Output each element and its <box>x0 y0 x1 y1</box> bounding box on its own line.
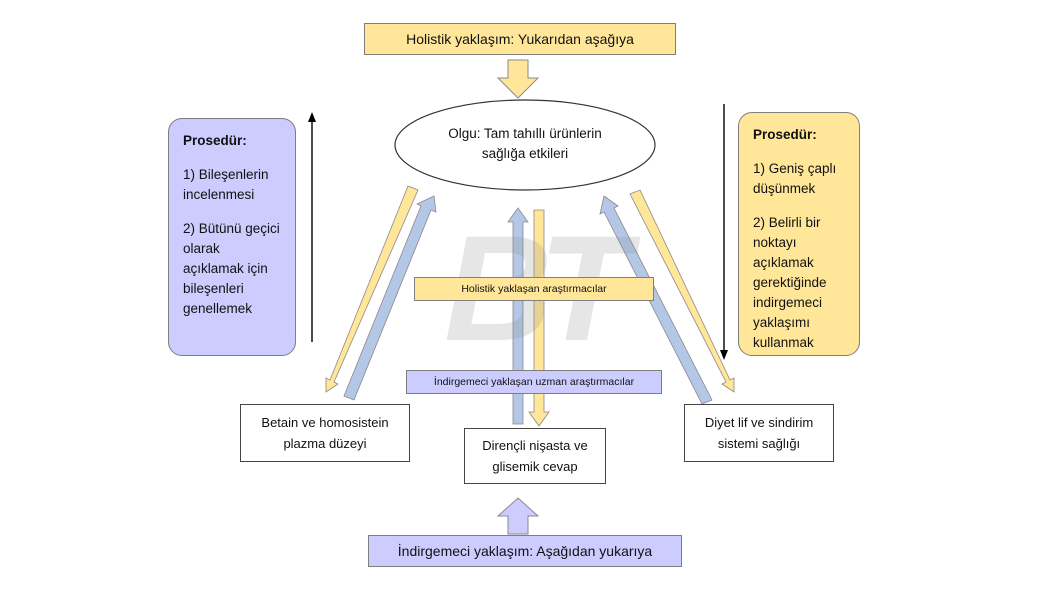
left-procedure-heading: Prosedür: <box>183 133 247 148</box>
left-procedure-item-1: 1) Bileşenlerin incelenmesi <box>183 167 269 202</box>
left-down-diagonal-arrow <box>325 185 419 393</box>
leaf-left-line-2: plazma düzeyi <box>283 436 367 451</box>
bottom-up-arrow <box>496 497 540 535</box>
top-down-arrow <box>496 59 540 99</box>
left-procedure-item-2: 2) Bütünü geçici olarak açıklamak için b… <box>183 221 280 316</box>
left-procedure-box: Prosedür: 1) Bileşenlerin incelenmesi 2)… <box>168 118 296 356</box>
left-thin-up-arrowhead <box>308 112 316 122</box>
top-banner: Holistik yaklaşım: Yukarıdan aşağıya <box>364 23 676 55</box>
leaf-box-left: Betain ve homosistein plazma düzeyi <box>240 404 410 462</box>
bottom-banner: İndirgemeci yaklaşım: Aşağıdan yukarıya <box>368 535 682 567</box>
ellipse-line-1: Olgu: Tam tahıllı ürünlerin <box>448 126 602 141</box>
right-up-diagonal-arrow <box>599 195 713 405</box>
right-procedure-item-2: 2) Belirli bir noktayı açıklamak gerekti… <box>753 215 827 350</box>
holistic-researchers-label: Holistik yaklaşan araştırmacılar <box>414 277 654 301</box>
leaf-center-line-1: Dirençli nişasta ve <box>482 438 588 453</box>
ellipse-line-2: sağlığa etkileri <box>482 146 568 161</box>
right-down-diagonal-arrow <box>629 189 735 393</box>
left-up-diagonal-arrow <box>343 195 437 401</box>
bottom-banner-label: İndirgemeci yaklaşım: Aşağıdan yukarıya <box>397 543 653 559</box>
center-ellipse <box>394 99 656 191</box>
right-procedure-heading: Prosedür: <box>753 127 817 142</box>
holistic-researchers-text: Holistik yaklaşan araştırmacılar <box>461 283 607 295</box>
right-procedure-box: Prosedür: 1) Geniş çaplı düşünmek 2) Bel… <box>738 112 860 356</box>
leaf-box-center: Dirençli nişasta ve glisemik cevap <box>464 428 606 484</box>
leaf-right-line-2: sistemi sağlığı <box>717 436 801 451</box>
leaf-right-line-1: Diyet lif ve sindirim <box>704 415 814 430</box>
right-thin-down-arrowhead <box>720 350 728 360</box>
reductionist-researchers-label: İndirgemeci yaklaşan uzman araştırmacıla… <box>406 370 662 394</box>
leaf-box-right: Diyet lif ve sindirim sistemi sağlığı <box>684 404 834 462</box>
top-banner-label: Holistik yaklaşım: Yukarıdan aşağıya <box>406 31 634 47</box>
right-procedure-item-1: 1) Geniş çaplı düşünmek <box>753 161 837 196</box>
leaf-left-line-1: Betain ve homosistein <box>261 415 389 430</box>
leaf-center-line-2: glisemik cevap <box>492 459 578 474</box>
reductionist-researchers-text: İndirgemeci yaklaşan uzman araştırmacıla… <box>433 376 635 388</box>
